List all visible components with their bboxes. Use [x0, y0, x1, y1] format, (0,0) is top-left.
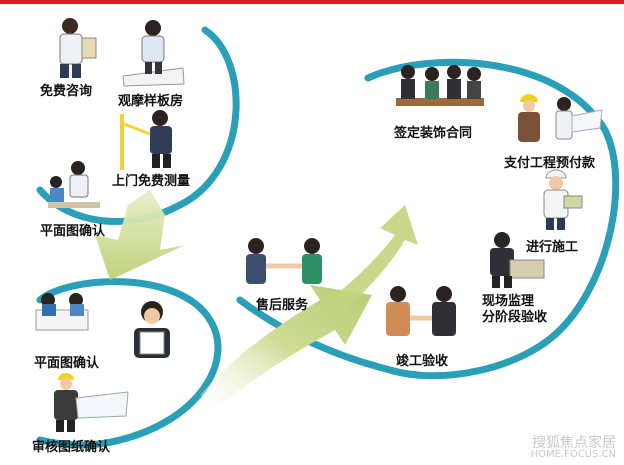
arrow-center — [200, 285, 372, 410]
step-supervision-line1: 现场监理 — [482, 294, 535, 309]
plan-review-figure — [48, 161, 100, 208]
step-plan-confirm-2: 平面图确认 — [34, 356, 100, 371]
site-supervisor-figure — [490, 232, 545, 288]
top-red-line — [0, 0, 624, 4]
step-after-sales: 售后服务 — [256, 298, 309, 313]
arrow-down-left — [95, 190, 185, 280]
loop-ring-bottom-left — [36, 278, 222, 449]
step-pay-budget: 支付工程预付款 — [504, 156, 596, 171]
arrow-right — [330, 205, 418, 310]
watermark-brand: 搜狐焦点家居 — [532, 435, 616, 451]
measuring-figure — [120, 110, 172, 170]
step-plan-confirm-1: 平面图确认 — [40, 224, 106, 239]
loop-ring-top-left — [36, 26, 240, 225]
step-sign-contract: 签定装饰合同 — [394, 126, 473, 141]
customer-holding-paper-figure — [134, 301, 170, 358]
step-free-consult: 免费咨询 — [40, 84, 93, 99]
model-house-viewer-figure — [122, 20, 185, 87]
step-supervision-line2: 分阶段验收 — [482, 310, 548, 325]
construction-worker-figure — [543, 169, 583, 230]
step-measure: 上门免费测量 — [112, 174, 191, 189]
consultant-figure — [59, 18, 97, 78]
step-supervision: 现场监理 分阶段验收 — [482, 294, 547, 326]
payment-figure — [518, 94, 603, 142]
handshake-figure — [246, 238, 322, 284]
step-completion: 竣工验收 — [396, 354, 449, 369]
watermark-url: HOME.FOCUS.CN — [530, 449, 616, 460]
step-review-drawings: 审核图纸确认 — [32, 440, 111, 455]
engineer-drawing-figure — [54, 373, 129, 432]
watermark: 搜狐焦点家居 HOME.FOCUS.CN — [530, 435, 616, 461]
step-view-model-house: 观摩样板房 — [118, 94, 184, 109]
contract-meeting-figure — [396, 65, 484, 106]
completion-handshake-figure — [386, 286, 456, 336]
step-construction: 进行施工 — [526, 240, 579, 255]
plan-table-figure — [35, 293, 89, 331]
loop-ring-right — [236, 58, 620, 380]
